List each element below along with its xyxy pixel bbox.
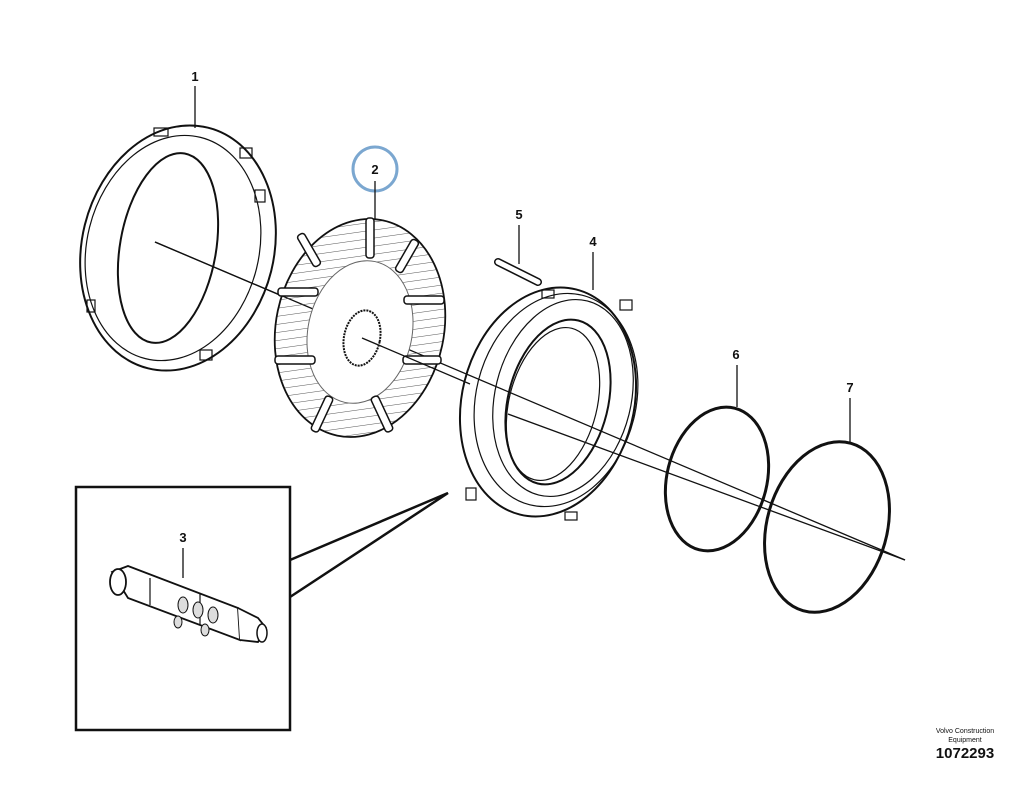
callout-4[interactable]: 4 xyxy=(589,234,597,249)
company-line-2: Equipment xyxy=(948,737,982,744)
callout-2[interactable]: 2 xyxy=(371,162,378,177)
callout-3[interactable]: 3 xyxy=(179,530,186,545)
part-7-o-ring[interactable] xyxy=(745,427,908,627)
part-1-plate[interactable] xyxy=(55,104,301,391)
axis-segment xyxy=(154,241,283,297)
axis-segment xyxy=(361,337,471,385)
callout-7[interactable]: 7 xyxy=(846,380,853,395)
part-4-piston[interactable] xyxy=(436,269,659,536)
callout-5[interactable]: 5 xyxy=(515,207,522,222)
part-6-o-ring[interactable] xyxy=(651,396,783,562)
drawing-footer: Volvo Construction Equipment 1072293 xyxy=(920,727,1010,763)
callout-6[interactable]: 6 xyxy=(732,347,739,362)
part-5-pin[interactable] xyxy=(494,258,542,286)
detail-inset xyxy=(74,485,449,732)
part-3-valve[interactable] xyxy=(109,565,268,643)
axis-segment xyxy=(507,413,906,561)
company-line-1: Volvo Construction xyxy=(935,728,995,735)
drawing-number: 1072293 xyxy=(935,745,995,762)
callout-1[interactable]: 1 xyxy=(191,69,198,84)
part-2-friction-disc[interactable] xyxy=(255,203,465,453)
